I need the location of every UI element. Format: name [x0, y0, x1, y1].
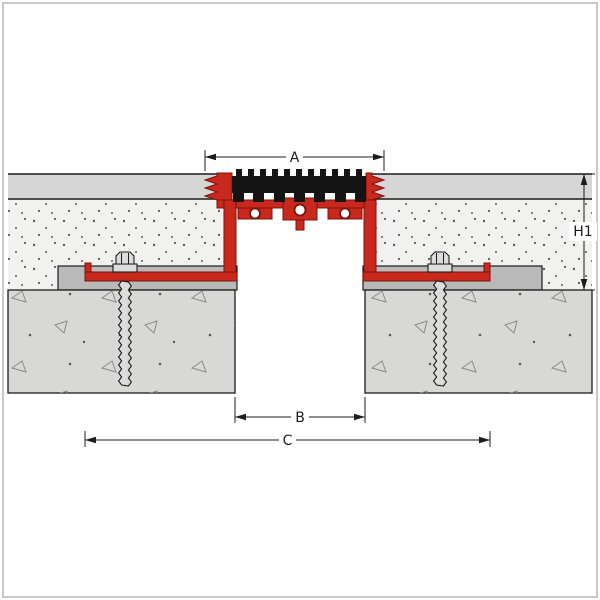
dim-c-arrow-right: [479, 436, 490, 444]
dim-b-arrow-right: [354, 413, 365, 421]
right-top-covering: [372, 174, 592, 199]
dim-a-arrow-left: [205, 153, 216, 161]
right-anchor-shaft: [432, 280, 448, 387]
dim-b-arrow-left: [235, 413, 246, 421]
right-anchor-washer: [427, 263, 453, 273]
movement-insert: [232, 169, 366, 202]
dim-c-label: C: [283, 433, 293, 449]
joint-profile: [84, 172, 491, 282]
left-screw-boss: [249, 207, 261, 220]
dimension-b: B: [234, 397, 366, 426]
right-leg: [363, 199, 377, 275]
dimension-a: A: [204, 148, 385, 171]
insert-top-ribs: [236, 169, 362, 178]
right-anchor-flange: [362, 271, 491, 282]
dim-b-label-bg: [291, 408, 309, 425]
left-anchor-flange: [84, 271, 238, 282]
right-flange-lip: [483, 262, 491, 273]
left-anchor-bolt: [112, 251, 138, 387]
insert-bottom-fingers: [233, 193, 366, 202]
dim-h1-arrow-top: [580, 174, 588, 185]
left-anchor-washer: [112, 263, 138, 273]
left-anchor-shaft: [117, 280, 133, 387]
dimension-h1: H1: [569, 173, 597, 291]
dim-h1-arrow-bottom: [580, 279, 588, 290]
right-screw-boss: [339, 207, 351, 220]
dim-h1-label: H1: [573, 224, 592, 240]
right-anchor-bolt: [427, 251, 453, 387]
dim-h1-label-bg: [569, 222, 597, 241]
center-screw-boss: [293, 203, 307, 217]
left-flange-lip: [84, 262, 92, 273]
dim-a-arrow-right: [373, 153, 384, 161]
left-anchor-hex-head: [115, 251, 135, 265]
insert-body: [232, 176, 366, 193]
dimension-c: C: [84, 431, 491, 449]
left-leg: [223, 199, 237, 275]
dim-a-label: A: [290, 150, 300, 166]
right-slab-texture: [365, 290, 592, 393]
dim-b-label: B: [295, 410, 305, 426]
center-stem: [295, 219, 305, 231]
left-top-covering: [8, 174, 217, 199]
right-floor-assembly: [362, 173, 593, 394]
dim-c-label-bg: [279, 431, 296, 448]
dim-a-label-bg: [286, 148, 303, 165]
right-anchor-hex-head: [430, 251, 450, 265]
dim-c-arrow-left: [85, 436, 96, 444]
